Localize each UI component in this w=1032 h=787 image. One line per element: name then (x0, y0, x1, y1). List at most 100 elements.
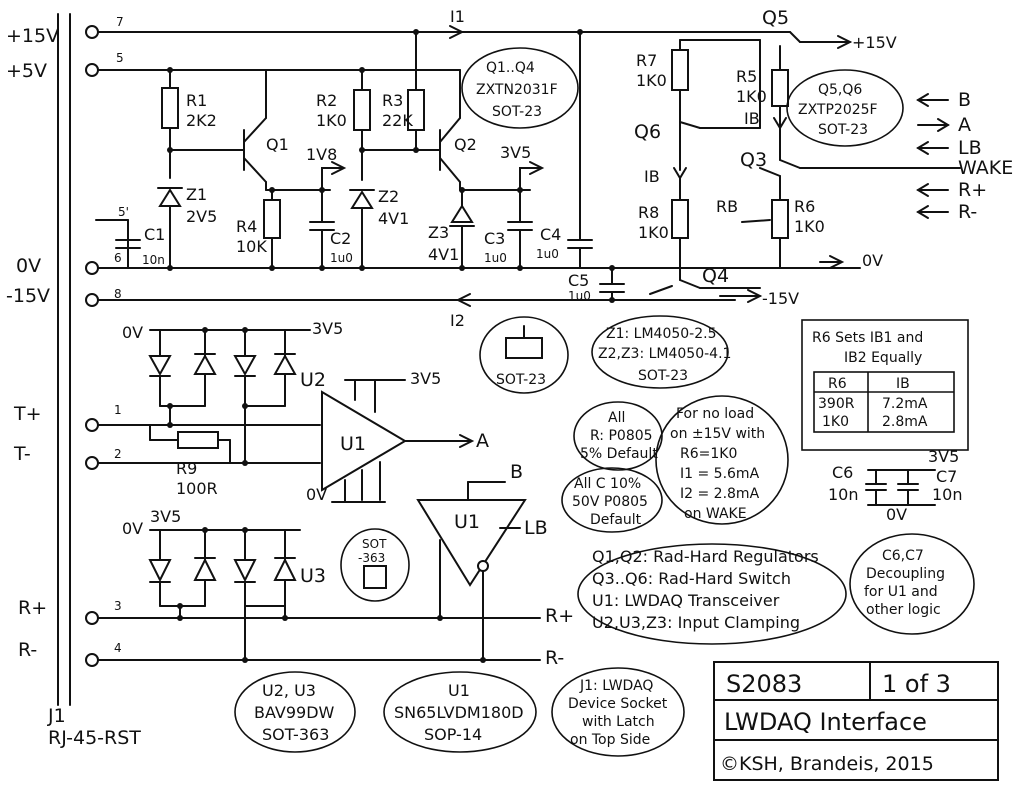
r5-name: R5 (736, 67, 757, 86)
label-p15v: +15V (6, 25, 59, 47)
zener-z1 (157, 187, 183, 207)
label-tm: T- (13, 443, 31, 465)
signal-a: A (958, 114, 971, 136)
cloud-caps-l1: All C 10% (574, 476, 641, 492)
cloud-q1q4-l3: SOT-23 (492, 104, 542, 120)
pin-3: 3 (114, 599, 122, 613)
r2-value: 1K0 (316, 111, 347, 130)
pin-2: 2 (114, 447, 122, 461)
u1-receiver: R9 100R A U1 3V5 0V (149, 369, 489, 504)
z3-name: Z3 (428, 223, 449, 242)
cloud-q5q6-l1: Q5,Q6 (818, 82, 862, 98)
title-sheet: 1 of 3 (882, 670, 951, 698)
r6-table-col-r6: R6 (828, 376, 847, 392)
label-rp: R+ (18, 597, 47, 619)
power-rails: I1 I2 R+ R- (85, 7, 861, 669)
r8-value: 1K0 (638, 223, 669, 242)
net-lb-out: LB (524, 517, 548, 539)
resistor-r9 (177, 431, 219, 449)
roles-l2: Q3..Q6: Rad-Hard Switch (592, 569, 791, 588)
cloud-decoup-l4: other logic (866, 602, 941, 618)
cloud-u1part-l1: U1 (448, 681, 470, 700)
resistor-r8 (671, 199, 689, 239)
title-drawing-number: S2083 (726, 670, 802, 698)
resistor-r2 (353, 89, 371, 131)
pin-7: 7 (116, 15, 124, 29)
r6-table-r1c1: 390R (818, 396, 855, 412)
u1-label: U1 (340, 433, 366, 455)
terminal-8 (85, 293, 99, 307)
z2-value: 4V1 (378, 209, 409, 228)
q2-label: Q2 (454, 135, 477, 154)
r6-table-r1c2: 7.2mA (882, 396, 928, 412)
q3-label: Q3 (740, 149, 767, 171)
net-1v8: 1V8 (306, 145, 337, 164)
noload-note: For no load on ±15V with R6=1K0 I1 = 5.6… (655, 395, 789, 525)
u2-label: U2 (300, 369, 326, 391)
r9-name: R9 (176, 459, 197, 478)
net-rm-out: R- (545, 647, 564, 669)
pin-6: 6 (114, 251, 122, 265)
q4-label: Q4 (702, 265, 729, 287)
title-block: S2083 1 of 3 LWDAQ Interface ©KSH, Brand… (713, 661, 999, 781)
signal-b: B (958, 89, 971, 111)
signal-lb: LB (958, 137, 982, 159)
r5-value: 1K0 (736, 87, 767, 106)
u1-driver-triangle (416, 499, 527, 587)
cloud-sot23-l1: SOT-23 (496, 372, 546, 388)
cloud-q5q6: Q5,Q6 ZXTP2025F SOT-23 (786, 69, 904, 147)
net-b-in: B (510, 461, 523, 483)
cloud-resist-l1: All (608, 410, 625, 426)
title-author: ©KSH, Brandeis, 2015 (720, 753, 934, 775)
cloud-q5q6-l3: SOT-23 (818, 122, 868, 138)
net-ov-u2: 0V (122, 323, 143, 342)
cloud-j1note-l3: with Latch (582, 714, 655, 730)
cloud-caps-l3: Default (590, 512, 642, 528)
cloud-q1q4-l1: Q1..Q4 (486, 60, 535, 76)
connector-designator: J1 (47, 705, 66, 727)
noload-l5: I2 = 2.8mA (680, 486, 760, 502)
cloud-q1q4-l2: ZXTN2031F (476, 82, 558, 98)
net-ov-right: 0V (862, 251, 883, 270)
u1b-label: U1 (454, 511, 480, 533)
c7-name: C7 (936, 467, 957, 486)
u2-diode-array: 0V 3V5 U2 (122, 319, 343, 466)
connector-j1: J1 RJ-45-RST +15V +5V 0V -15V T+ T- R+ R… (6, 13, 141, 749)
r6-table-r2c1: 1K0 (822, 414, 849, 430)
cloud-j1note-l1: J1: LWDAQ (579, 678, 653, 694)
u3-label: U3 (300, 565, 326, 587)
pin-4: 4 (114, 641, 122, 655)
net-m15-q4: -15V (762, 289, 799, 308)
pin-1: 1 (114, 403, 122, 417)
net-3v5-u2: 3V5 (312, 319, 343, 338)
z2-name: Z2 (378, 187, 399, 206)
decoupling-caps: C6 10n C7 10n 3V5 0V (828, 447, 963, 524)
r1-value: 2K2 (186, 111, 217, 130)
regulator-section: C1 10n R1 2K2 Z1 2V5 Q1 R4 10K C2 (95, 29, 625, 303)
z1-value: 2V5 (186, 207, 217, 226)
zener-z2 (349, 189, 375, 209)
pin-5: 5 (116, 51, 124, 65)
r7-value: 1K0 (636, 71, 667, 90)
r2-name: R2 (316, 91, 337, 110)
resistor-r6 (771, 199, 789, 239)
r6-name: R6 (794, 197, 815, 216)
c6-value: 10n (828, 485, 859, 504)
net-ov-c6: 0V (886, 505, 907, 524)
net-3v5-c7: 3V5 (928, 447, 959, 466)
r4-name: R4 (236, 217, 257, 236)
roles-note: Q1,Q2: Rad-Hard Regulators Q3..Q6: Rad-H… (577, 543, 847, 645)
connector-part: RJ-45-RST (48, 727, 141, 749)
net-3v5: 3V5 (500, 143, 531, 162)
net-ov-u3: 0V (122, 519, 143, 538)
cloud-decoup-l2: Decoupling (866, 566, 945, 582)
c1-name: C1 (144, 225, 165, 244)
terminal-4 (85, 653, 99, 667)
cloud-sot23: SOT-23 (479, 316, 569, 394)
noload-l1: For no load (676, 406, 754, 422)
resistor-r4 (263, 199, 281, 239)
r8-name: R8 (638, 203, 659, 222)
r1-name: R1 (186, 91, 207, 110)
cloud-j1note-l2: Device Socket (568, 696, 668, 712)
